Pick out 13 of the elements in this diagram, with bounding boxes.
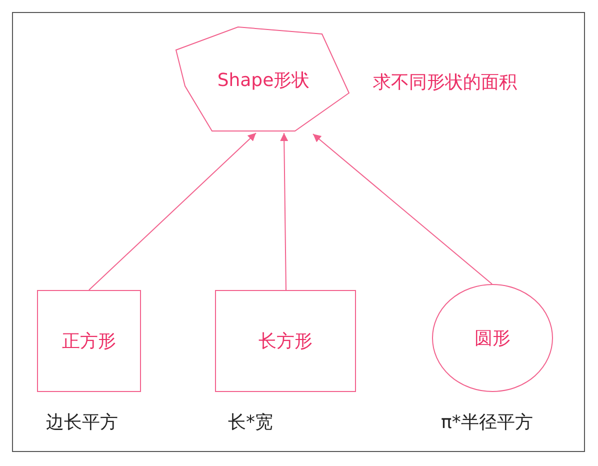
arrow	[88, 132, 256, 290]
formula-text: 边长平方	[46, 411, 118, 434]
formula-text: π*半径平方	[441, 411, 533, 434]
square-box	[37, 290, 141, 392]
rectangle-box	[215, 290, 356, 392]
shape-label: Shape形状	[216, 68, 311, 92]
note-text: 求不同形状的面积	[373, 71, 517, 94]
arrow	[312, 134, 492, 284]
formula-text: 长*宽	[228, 411, 273, 434]
shape-label: 圆形	[474, 327, 512, 350]
shape-label: 长方形	[258, 330, 314, 353]
arrow	[280, 132, 288, 290]
shape-label: 正方形	[61, 330, 117, 353]
